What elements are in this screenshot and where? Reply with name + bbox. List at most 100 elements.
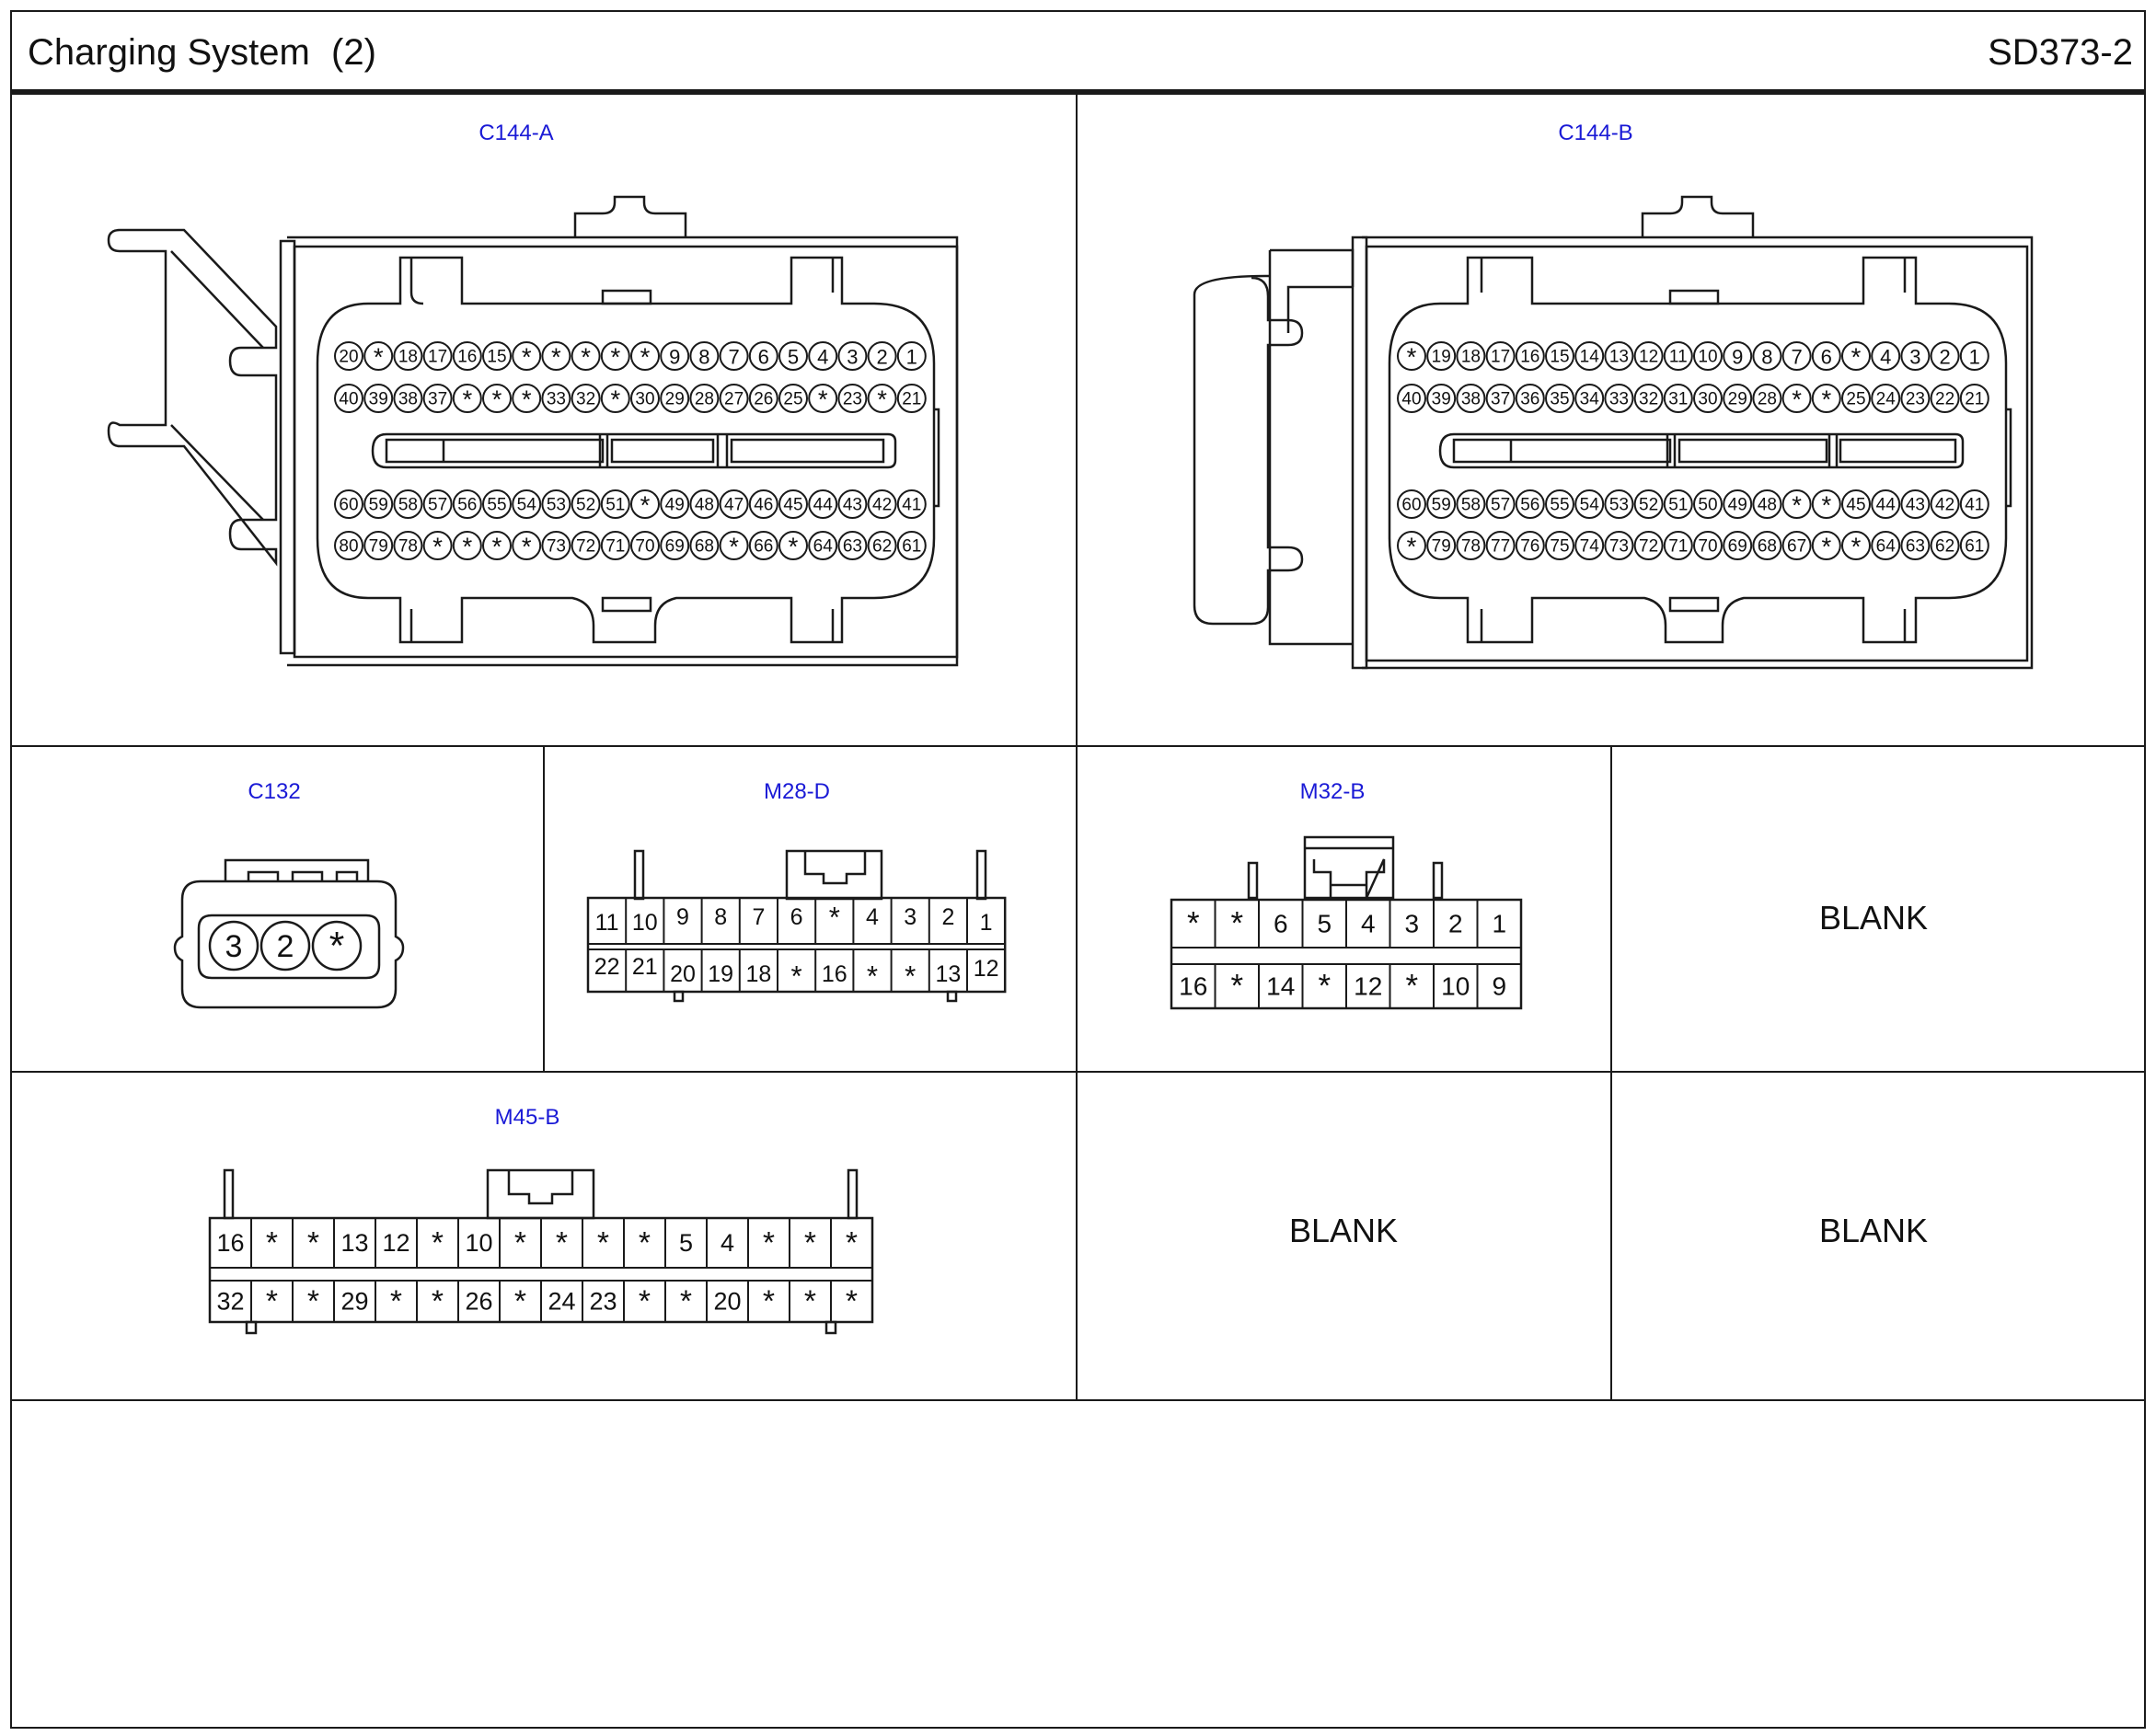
pin-number: 10 — [1698, 348, 1717, 367]
connector-label-c144a: C144-A — [478, 121, 553, 145]
pin-cavity — [778, 531, 808, 560]
pin-cavity — [778, 489, 808, 519]
pin-number: 60 — [339, 496, 358, 515]
pin-number: 5 — [679, 1229, 693, 1257]
pin-number: * — [829, 902, 840, 934]
pin-number: 69 — [1728, 537, 1747, 557]
pin-number: 48 — [695, 496, 714, 515]
pin-cavity — [600, 489, 630, 519]
pin-number: * — [462, 385, 472, 414]
pin-number: 68 — [1758, 537, 1777, 557]
pin-cavity — [482, 341, 512, 371]
pin-cavity — [1841, 531, 1871, 560]
pin-cavity — [1633, 341, 1664, 371]
pin-number: 4 — [1880, 346, 1891, 369]
pin-cavity — [1574, 384, 1605, 413]
pin-number: 20 — [339, 348, 358, 367]
pin-number: 3 — [847, 346, 858, 369]
pin-number: 22 — [1935, 390, 1954, 409]
pin-number: 30 — [1698, 390, 1717, 409]
diagram-code: SD373-2 — [1988, 32, 2133, 73]
pin-number: 71 — [605, 537, 625, 557]
pin-cavity — [541, 341, 571, 371]
pin-number: 43 — [843, 496, 862, 515]
pin-number: 12 — [1354, 972, 1382, 1001]
pin-cavity — [541, 384, 571, 413]
pin-number: 49 — [665, 496, 685, 515]
pin-cavity — [1485, 341, 1516, 371]
pin-number: * — [729, 533, 739, 561]
pin-cavity — [452, 489, 482, 519]
pin-number: 24 — [1876, 390, 1897, 409]
pin-cavity — [1663, 531, 1693, 560]
pin-number: 20 — [713, 1288, 741, 1316]
pin-number: 71 — [1668, 537, 1688, 557]
pin-cavity — [1723, 531, 1753, 560]
pin-cavity — [689, 489, 720, 519]
pin-cavity — [1930, 531, 1960, 560]
pin-cavity — [1397, 341, 1426, 371]
pin-number: 27 — [724, 390, 744, 409]
pin-cavity — [363, 384, 394, 413]
pin-cavity — [1456, 341, 1486, 371]
pin-number: * — [1851, 343, 1862, 372]
pin-number: 17 — [428, 348, 447, 367]
pin-cavity — [748, 384, 778, 413]
pin-number: 38 — [398, 390, 418, 409]
pin-number: 4 — [1361, 910, 1376, 938]
pin-number: 77 — [1491, 537, 1510, 557]
pin-number: 15 — [487, 348, 506, 367]
connector-label-m28d: M28-D — [764, 779, 830, 804]
pin-number: 19 — [1432, 348, 1451, 367]
pin-cavity — [1752, 341, 1782, 371]
pin-cavity — [748, 489, 778, 519]
pin-cavity — [422, 384, 453, 413]
pin-cavity — [837, 489, 868, 519]
pin-number: 35 — [1550, 390, 1569, 409]
pin-number: 42 — [872, 496, 892, 515]
pin-number: 54 — [517, 496, 537, 515]
pin-cavity — [1871, 384, 1901, 413]
pin-number: 30 — [635, 390, 654, 409]
pin-cavity — [393, 341, 423, 371]
pin-number: 67 — [1787, 537, 1806, 557]
pin-cavity — [1781, 531, 1812, 560]
pin-number: 37 — [1491, 390, 1510, 409]
pin-cavity — [1781, 489, 1812, 519]
pin-cavity — [571, 341, 601, 371]
pin-number: 4 — [721, 1229, 734, 1257]
pin-number: 26 — [754, 390, 773, 409]
pin-cavity — [1515, 489, 1545, 519]
pin-number: 8 — [1761, 346, 1772, 369]
pin-cavity — [571, 489, 601, 519]
pin-cavity — [896, 489, 927, 519]
pin-cavity — [778, 341, 808, 371]
pin-cavity — [334, 341, 363, 371]
pin-cavity — [1959, 341, 1989, 371]
pin-cavity — [689, 341, 720, 371]
pin-number: * — [1407, 343, 1417, 372]
pin-number: 7 — [752, 904, 765, 930]
pin-number: * — [556, 1225, 568, 1260]
pin-cavity — [1485, 531, 1516, 560]
pin-number: * — [492, 385, 502, 414]
pin-number: 16 — [216, 1229, 244, 1257]
pin-cavity — [1397, 384, 1426, 413]
pin-cavity — [1693, 489, 1723, 519]
pin-number: * — [1407, 533, 1417, 561]
pin-number: 61 — [1965, 537, 1984, 557]
pin-cavity — [1604, 341, 1634, 371]
pin-number: 73 — [1609, 537, 1629, 557]
pin-number: * — [522, 343, 532, 372]
pin-number: 74 — [1580, 537, 1600, 557]
pin-number: * — [610, 343, 620, 372]
pin-number: 1 — [980, 910, 993, 936]
pin-cavity — [1900, 489, 1931, 519]
pin-cavity — [541, 489, 571, 519]
pin-cavity — [334, 489, 363, 519]
